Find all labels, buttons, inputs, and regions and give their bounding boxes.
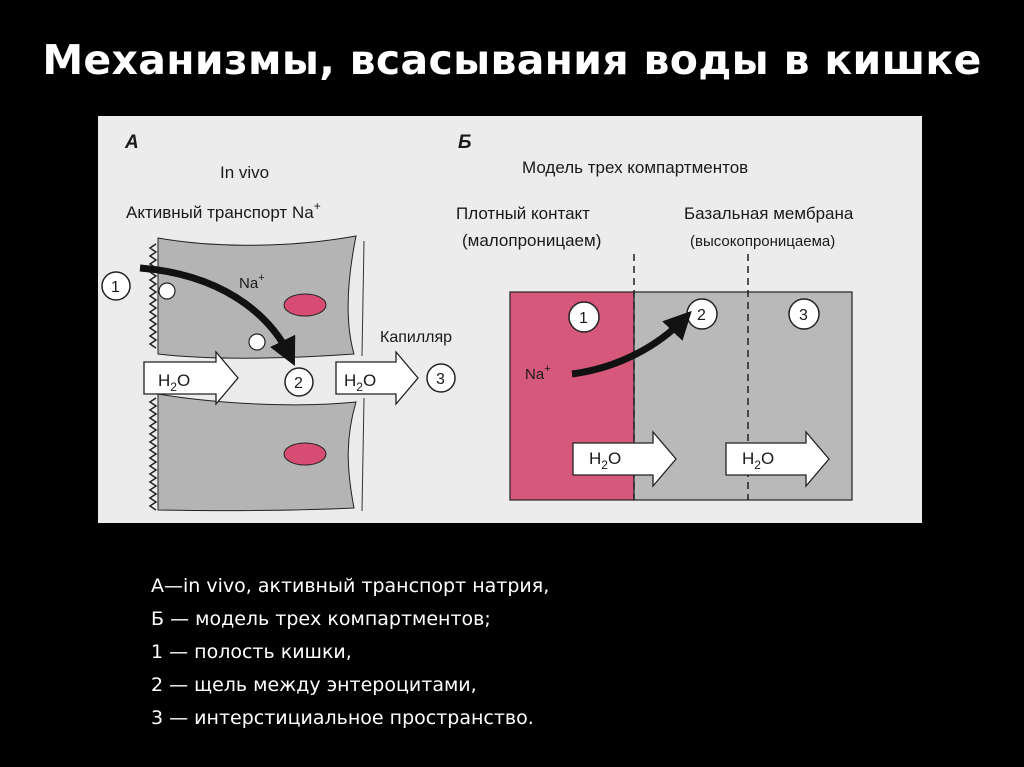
diagram-figure: А In vivo Активный транспорт Na+ Na+ 1 2… (98, 116, 922, 523)
lower-brush-border (148, 397, 158, 511)
panel-b-subtitle: Модель трех компартментов (522, 158, 748, 177)
upper-cell (157, 235, 357, 359)
circle-1-a (101, 271, 131, 301)
h2o-label-a2: H2O (344, 371, 376, 394)
upper-brush-border (148, 243, 158, 349)
h2o-label-a1: H2O (158, 371, 190, 394)
circle-1-b (568, 301, 600, 333)
transporter-upper (158, 282, 176, 300)
circle-2-a-label: 2 (294, 375, 303, 392)
circle-3-a-label: 3 (436, 371, 445, 388)
panel-a-caption: Активный транспорт Na+ (126, 199, 321, 222)
h2o-arrow-b2 (725, 430, 830, 488)
legend-item: 1 — полость кишки, (151, 641, 352, 663)
na-arrow-b (571, 310, 692, 378)
capillary-label: Капилляр (380, 329, 452, 346)
h2o-label-b1: H2O (589, 449, 621, 472)
h2o-arrow-a2 (335, 350, 419, 406)
h2o-arrow-a1 (143, 350, 239, 406)
circle-3-a (426, 363, 456, 393)
panel-b-na-label: Na+ (525, 363, 551, 383)
tight-junction-note: (малопроницаем) (462, 231, 601, 250)
circle-1-b-label: 1 (579, 310, 588, 327)
circle-3-b-label: 3 (799, 307, 808, 324)
h2o-label-b2: H2O (742, 449, 774, 472)
slide-title: Механизмы, всасывания воды в кишке (42, 36, 982, 84)
legend-item: А—in vivo, активный транспорт натрия, (151, 575, 550, 597)
circle-1-a-label: 1 (111, 279, 120, 296)
circle-3-b (788, 298, 820, 330)
circle-2-a (284, 367, 314, 397)
legend: А—in vivo, активный транспорт натрия, Б … (151, 570, 549, 735)
panel-a-na-label: Na+ (239, 272, 265, 292)
na-arrow-a (139, 264, 296, 367)
transporter-lower (248, 333, 266, 351)
tight-junction-label: Плотный контакт (456, 204, 590, 223)
basal-membrane-note: (высокопроницаема) (690, 233, 835, 250)
panel-b-letter: Б (458, 132, 471, 153)
legend-item: Б — модель трех компартментов; (151, 608, 491, 630)
panel-a-subtitle: In vivo (220, 163, 269, 182)
legend-item: 2 — щель между энтероцитами, (151, 674, 477, 696)
h2o-arrow-b1 (572, 430, 677, 488)
lower-nucleus (283, 442, 327, 466)
upper-nucleus (283, 293, 327, 317)
basal-membrane-label: Базальная мембрана (684, 204, 854, 223)
circle-2-b-label: 2 (697, 307, 706, 324)
basement-line (361, 240, 365, 512)
panel-a-letter: А (124, 132, 139, 153)
lower-cell (157, 393, 357, 512)
legend-item: 3 — интерстициальное пространство. (151, 707, 534, 729)
diagram-svg: А In vivo Активный транспорт Na+ Na+ 1 2… (101, 132, 854, 512)
